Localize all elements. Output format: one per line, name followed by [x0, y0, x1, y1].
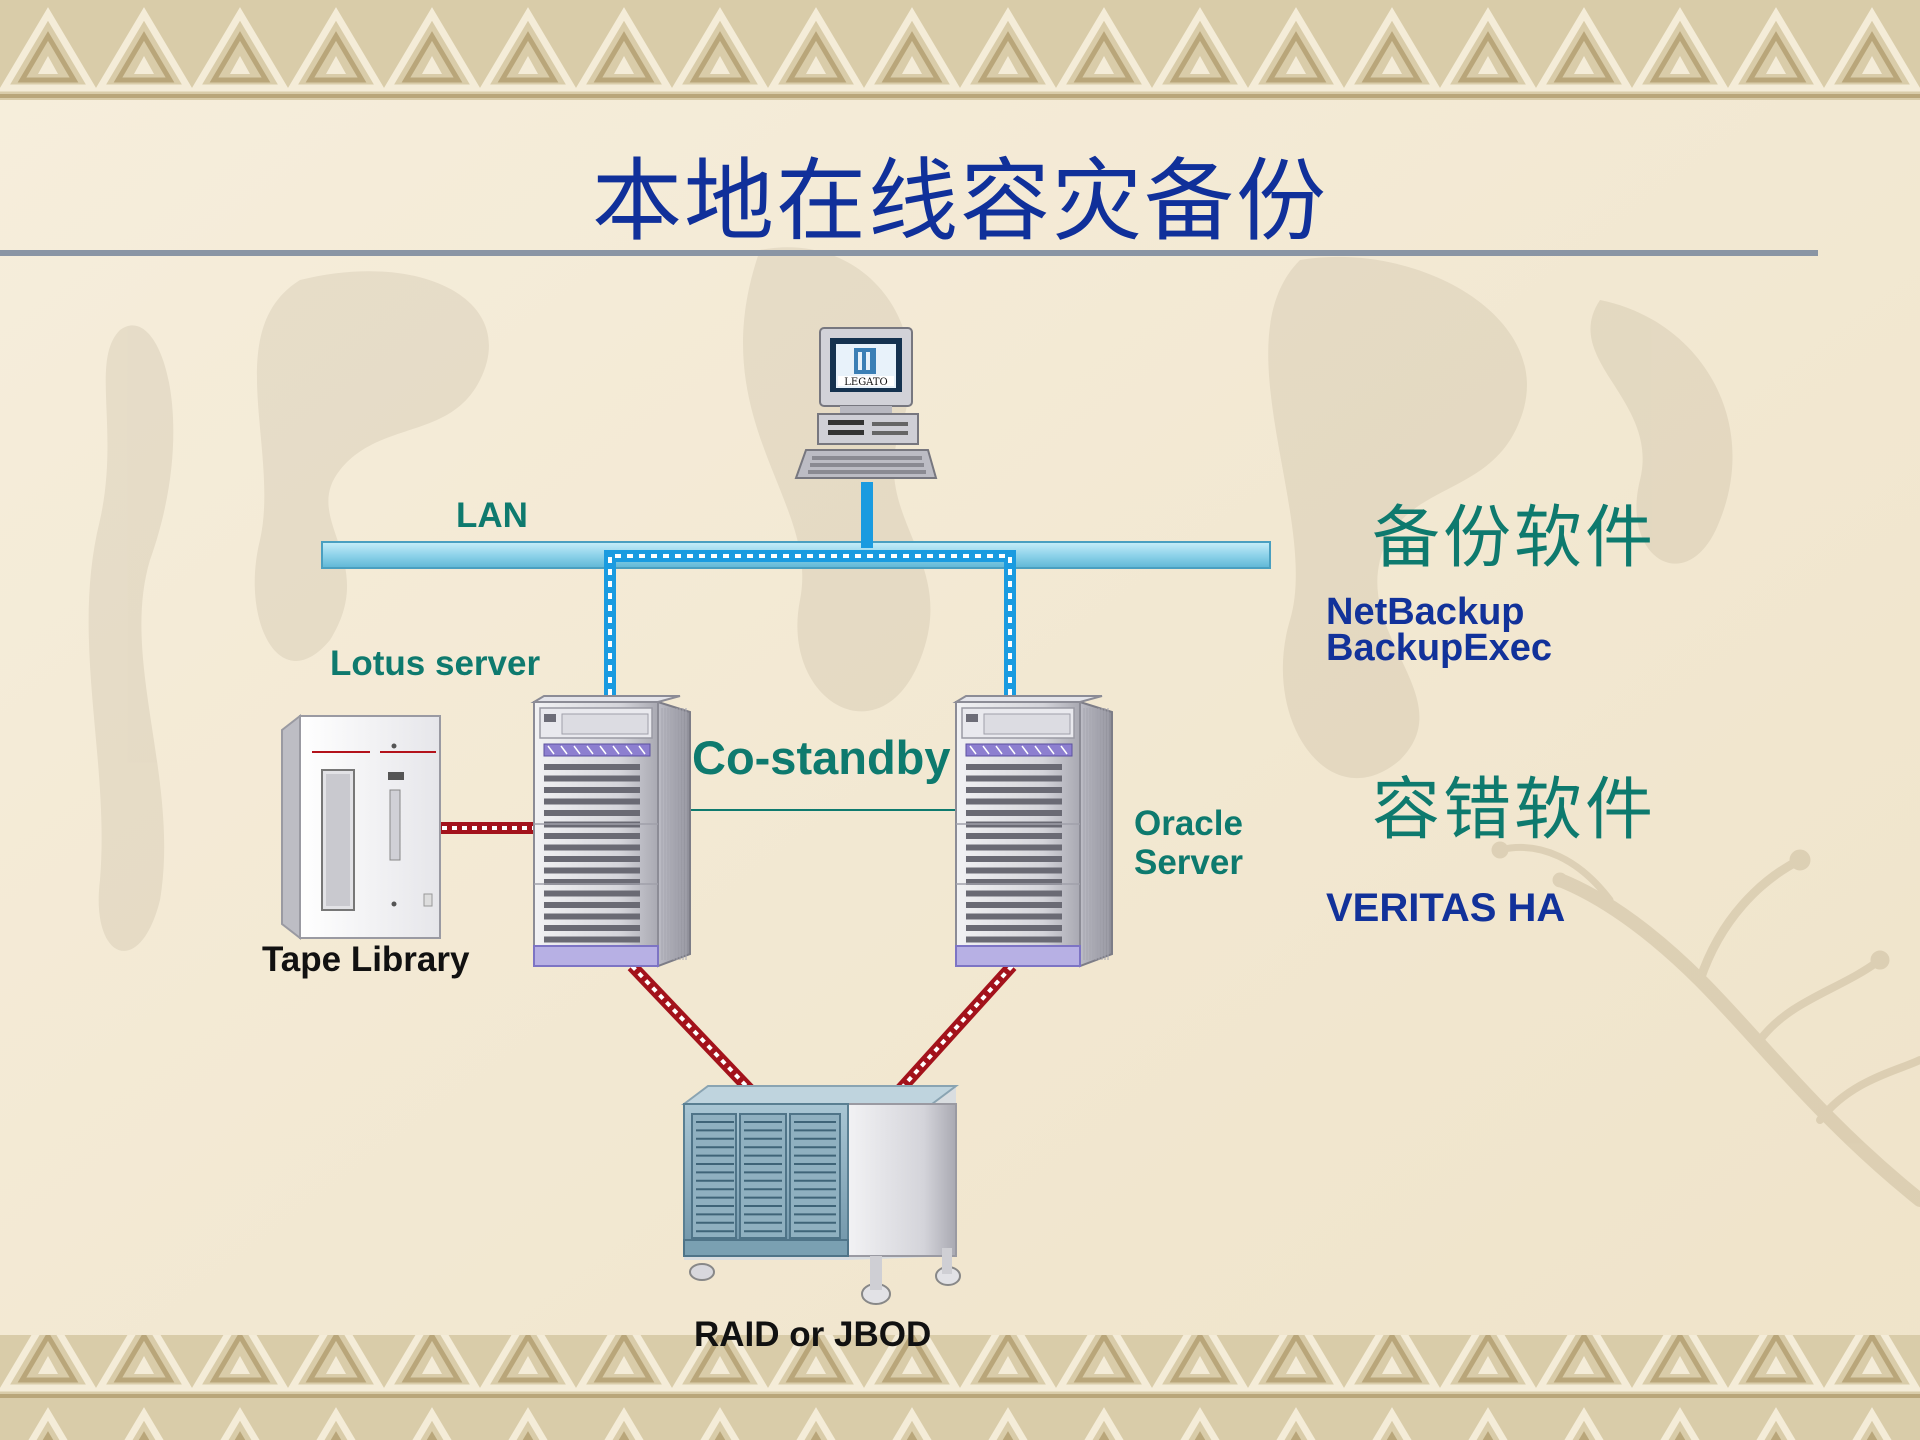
oracle-server-label-line-1: Oracle — [1134, 804, 1243, 843]
raid-storage-label: RAID or JBOD — [694, 1315, 932, 1354]
ha-product-item: VERITAS HA — [1326, 886, 1566, 930]
backup-console-icon: LEGATO — [794, 327, 938, 479]
plum-branch-watermark — [1491, 841, 1920, 1207]
backup-product-item: BackupExec — [1326, 627, 1553, 669]
tape-library-label: Tape Library — [262, 940, 470, 979]
tape-library-icon — [281, 713, 441, 941]
oracle-server-label: Oracle Server — [1134, 804, 1243, 882]
backup-products-list: NetBackup BackupExec — [1326, 591, 1553, 669]
tape-library-link — [440, 822, 536, 834]
lotus-server-icon — [530, 695, 691, 968]
backup-software-heading: 备份软件 — [1372, 499, 1657, 578]
bottom-border-pattern — [0, 1335, 1920, 1440]
lan-label: LAN — [456, 496, 528, 535]
server-lan-links — [604, 550, 1016, 695]
top-border-pattern — [0, 0, 1920, 100]
console-lan-link — [861, 482, 873, 548]
legato-logo-text: LEGATO — [844, 377, 887, 388]
slide-title: 本地在线容灾备份 — [592, 149, 1328, 254]
storage-links — [627, 961, 1017, 1097]
raid-storage-icon — [681, 1085, 961, 1305]
oracle-server-icon — [952, 695, 1113, 968]
oracle-server-label-line-2: Server — [1134, 843, 1243, 882]
co-standby-label: Co-standby — [692, 731, 951, 784]
ha-software-heading: 容错软件 — [1372, 771, 1657, 850]
lotus-server-label: Lotus server — [330, 644, 541, 683]
title-underline — [0, 250, 1818, 256]
backup-product-item: NetBackup — [1326, 591, 1525, 633]
